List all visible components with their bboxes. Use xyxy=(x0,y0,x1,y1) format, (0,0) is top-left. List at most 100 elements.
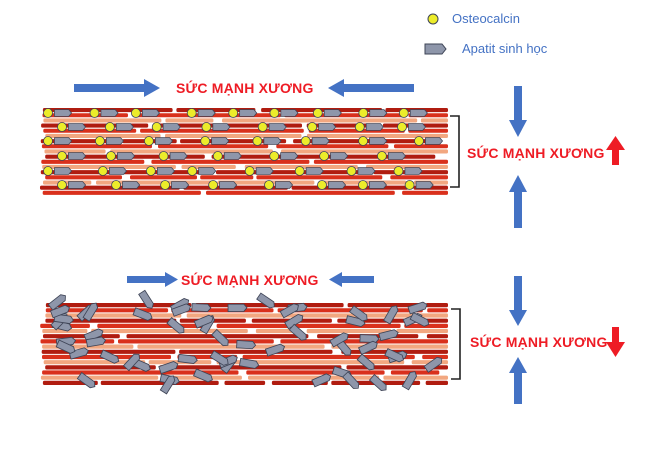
apatite-crystal xyxy=(268,123,287,131)
osteocalcin-particle xyxy=(358,108,369,118)
apatite-crystal xyxy=(85,336,107,348)
osteocalcin-particle xyxy=(244,166,255,176)
apatite-crystal xyxy=(193,314,214,329)
apatite-crystal xyxy=(49,304,70,319)
apatite-crystal xyxy=(68,123,87,131)
apatite-crystal xyxy=(323,109,342,117)
osteocalcin-particle xyxy=(187,166,198,176)
apatite-crystal xyxy=(279,303,299,319)
collagen-fiber xyxy=(130,175,197,180)
osteocalcin-particle xyxy=(57,122,67,132)
apatite-crystal xyxy=(53,313,74,324)
osteocalcin-particle xyxy=(393,166,404,176)
apatite-crystal xyxy=(54,137,73,145)
apatite-crystal xyxy=(171,181,190,189)
apatite-crystal xyxy=(154,137,173,145)
apatite-crystal xyxy=(99,349,120,364)
osteocalcin-legend-icon xyxy=(427,13,439,25)
collagen-fiber xyxy=(281,149,448,154)
apatite-crystal xyxy=(122,181,141,189)
apatite-crystal xyxy=(348,305,368,322)
strength-decrease-icon xyxy=(606,327,625,357)
collagen-fiber xyxy=(42,190,201,195)
apatite-crystal xyxy=(68,181,87,189)
apatite-crystal xyxy=(122,353,141,372)
osteocalcin-particle xyxy=(307,122,318,132)
apatite-crystal xyxy=(211,328,229,347)
collagen-fiber xyxy=(313,159,448,164)
apatite-crystal xyxy=(255,167,274,175)
apatite-crystal xyxy=(171,303,192,317)
collagen-fiber xyxy=(306,328,392,334)
apatite-crystal xyxy=(212,123,231,131)
collagen-fiber xyxy=(291,185,409,190)
collagen-fiber xyxy=(256,175,383,180)
collagen-fiber xyxy=(224,380,266,385)
apatite-crystal xyxy=(383,305,399,325)
apatite-crystal xyxy=(280,152,299,160)
collagen-fiber xyxy=(222,118,418,123)
apatite-crystal xyxy=(76,372,96,389)
apatite-crystal xyxy=(368,181,387,189)
bracket-top xyxy=(450,115,460,188)
osteocalcin-particle xyxy=(228,108,239,118)
strength-increase-icon xyxy=(606,136,625,165)
bracket-bottom xyxy=(451,308,461,380)
apatite-crystal xyxy=(425,137,444,145)
apatite-crystal xyxy=(55,339,76,354)
collagen-fiber xyxy=(420,118,448,123)
apatite-crystal xyxy=(141,109,160,117)
osteocalcin-particle xyxy=(43,136,53,146)
apatite-crystal xyxy=(288,323,307,341)
apatite-crystal xyxy=(138,289,154,309)
apatite-crystal xyxy=(105,137,124,145)
apatite-crystal xyxy=(166,316,185,334)
apatite-crystal xyxy=(191,303,212,312)
osteocalcin-particle xyxy=(151,122,162,132)
osteocalcin-particle xyxy=(105,122,115,132)
apatite-crystal xyxy=(223,152,242,160)
collagen-fiber xyxy=(206,190,395,195)
collagen-fiber xyxy=(276,144,389,149)
osteocalcin-particle xyxy=(106,151,116,161)
osteocalcin-particle xyxy=(300,136,311,146)
apatite-crystal xyxy=(211,137,230,145)
collagen-fiber xyxy=(40,375,159,380)
osteocalcin-particle xyxy=(98,166,108,176)
apatite-crystal xyxy=(197,109,216,117)
osteocalcin-particle xyxy=(160,180,171,190)
apatite-crystal xyxy=(54,109,73,117)
osteocalcin-particle xyxy=(158,151,169,161)
collagen-fiber xyxy=(425,380,448,385)
arrow-down-top xyxy=(509,86,527,137)
apatite-crystal xyxy=(407,301,428,315)
collagen-fiber xyxy=(216,323,401,328)
collagen-fiber xyxy=(165,133,302,138)
collagen-fiber xyxy=(43,334,120,339)
collagen-fiber xyxy=(97,323,211,328)
apatite-crystal xyxy=(227,303,248,312)
apatite-crystal xyxy=(100,109,119,117)
apatite-crystal xyxy=(209,350,229,366)
apatite-crystal xyxy=(387,152,406,160)
collagen-fiber xyxy=(425,303,448,308)
osteocalcin-particle xyxy=(257,122,268,132)
apatite-crystal xyxy=(409,312,430,327)
collagen-fiber xyxy=(118,339,274,344)
collagen-fiber xyxy=(366,164,448,169)
osteocalcin-particle xyxy=(208,180,219,190)
apatite-crystal xyxy=(239,109,258,117)
collagen-fiber xyxy=(41,144,152,149)
collagen-fiber xyxy=(346,365,427,370)
collagen-fiber xyxy=(45,303,192,308)
apatite-crystal xyxy=(409,109,428,117)
apatite-crystal xyxy=(311,137,330,145)
apatite-crystal xyxy=(219,181,238,189)
collagen-fiber xyxy=(396,328,448,334)
apatite-crystal xyxy=(342,371,360,389)
collagen-fiber xyxy=(347,303,420,308)
apatite-crystal xyxy=(68,152,87,160)
osteocalcin-particle xyxy=(252,136,263,146)
osteocalcin-particle xyxy=(269,151,280,161)
